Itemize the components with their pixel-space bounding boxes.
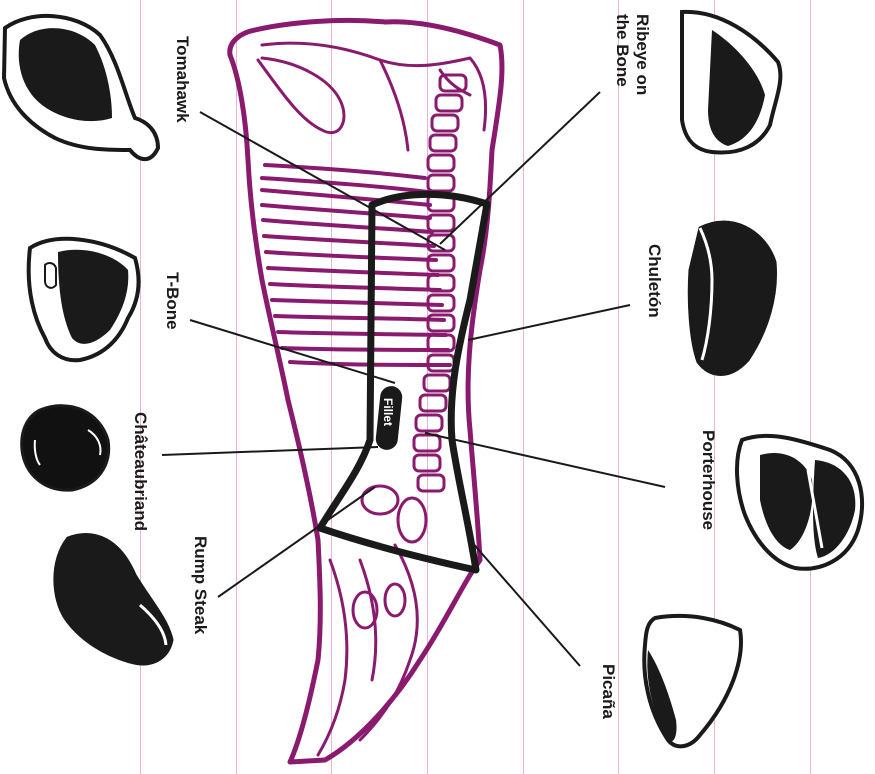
carcass-illustration bbox=[230, 20, 502, 762]
vertebra bbox=[432, 115, 458, 131]
rib bbox=[268, 268, 438, 275]
rib bbox=[282, 348, 448, 350]
carcass-inner-line bbox=[360, 545, 417, 740]
vertebra bbox=[430, 135, 456, 151]
carcass-inner-line bbox=[380, 60, 408, 150]
rib bbox=[272, 300, 442, 305]
spine bbox=[414, 75, 466, 491]
vertebra bbox=[428, 255, 454, 271]
carcass-outline bbox=[230, 20, 502, 762]
leader-line-picana bbox=[470, 540, 580, 666]
rib bbox=[262, 205, 430, 218]
vertebra bbox=[416, 415, 442, 431]
vertebra bbox=[428, 175, 454, 191]
steak-illustration-porterhouse bbox=[737, 436, 862, 569]
vertebra bbox=[414, 435, 440, 451]
carcass-inner-line bbox=[258, 58, 344, 133]
rib bbox=[275, 316, 444, 320]
vertebra bbox=[424, 375, 450, 391]
rib bbox=[278, 332, 446, 335]
leader-line-chuleton bbox=[468, 305, 630, 340]
rib bbox=[266, 252, 436, 260]
steak-illustration-ribeye bbox=[682, 12, 780, 153]
vertebra bbox=[428, 155, 454, 171]
vertebra bbox=[418, 475, 444, 491]
rib bbox=[265, 165, 425, 178]
rib bbox=[264, 236, 434, 246]
vertebra bbox=[414, 455, 440, 471]
knee-bone bbox=[385, 584, 405, 616]
tbone-label: T-Bone bbox=[162, 272, 182, 330]
rump-steak-label: Rump Steak bbox=[190, 536, 210, 634]
steak-illustration-rump bbox=[55, 535, 172, 664]
porterhouse-label: Porterhouse bbox=[698, 430, 718, 530]
chuleton-label: Chuletón bbox=[644, 244, 664, 318]
steak-illustration-chateau bbox=[22, 406, 109, 490]
tomahawk-label: Tomahawk bbox=[172, 36, 192, 123]
steak-illustration-picana bbox=[644, 616, 741, 746]
steak-illustration-tbone bbox=[29, 239, 139, 360]
vertebra bbox=[436, 95, 462, 111]
ribeye-label: Ribeye on the Bone bbox=[612, 14, 652, 95]
leader-line-rump-steak bbox=[218, 487, 375, 597]
vertebra bbox=[420, 395, 446, 411]
picana-label: Picaña bbox=[598, 664, 618, 719]
hip-bone bbox=[362, 486, 398, 514]
fillet-label: Fillet bbox=[378, 398, 398, 426]
rib bbox=[270, 284, 440, 290]
chateau-label: Châteaubriand bbox=[130, 412, 150, 531]
carcass-inner-line bbox=[262, 43, 486, 130]
rib bbox=[263, 220, 432, 232]
leader-line-ribeye bbox=[440, 92, 600, 244]
hip-bone bbox=[398, 498, 426, 542]
vertebra bbox=[428, 315, 454, 331]
rib bbox=[262, 178, 428, 192]
steak-illustration-tomahawk bbox=[4, 16, 158, 159]
ribeye-label-line2: the Bone bbox=[612, 14, 632, 95]
steak-illustration-chuleton bbox=[689, 222, 775, 374]
leader-line-tomahawk bbox=[200, 112, 445, 250]
leader-line-chateau bbox=[162, 447, 378, 455]
loin-highlight-region bbox=[320, 194, 487, 570]
ribeye-label-line1: Ribeye on bbox=[632, 14, 652, 95]
